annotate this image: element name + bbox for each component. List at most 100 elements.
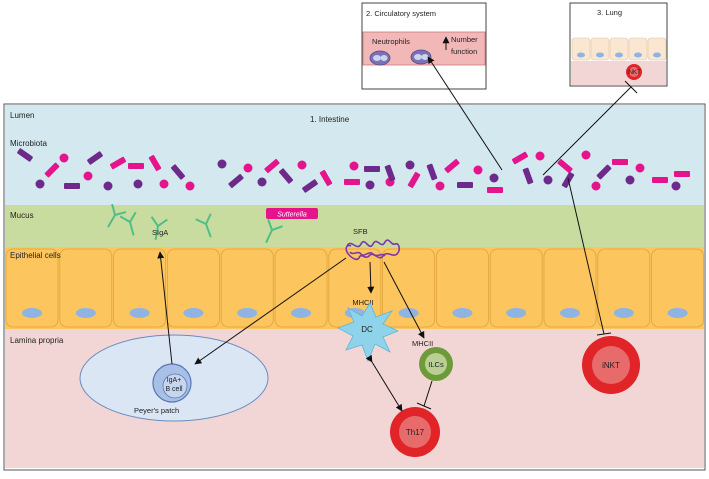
bacterium-coccus [581, 150, 591, 160]
lung-cell [609, 37, 629, 61]
lung-cell-nucleus [577, 52, 585, 58]
bacterium-coccus [133, 179, 143, 189]
inkt-lung-label: iNKT [627, 70, 641, 76]
mucus-layer [5, 205, 704, 247]
siga-antibody [265, 219, 283, 244]
bacterium-rod [148, 154, 162, 172]
ilc-cell [419, 347, 453, 381]
bacterium-rod [522, 167, 534, 185]
lung-epithelium [571, 37, 667, 61]
cell-nucleus [75, 308, 96, 318]
bacterium-coccus [543, 175, 553, 185]
arrows [157, 56, 638, 412]
inkt-lung-cell [626, 64, 642, 80]
arrow-dc-th17 [365, 354, 403, 412]
bacterium-coccus [535, 151, 545, 161]
inkt-label: iNKT [602, 361, 620, 370]
bacterium-coccus [671, 181, 681, 191]
lung-cell [590, 37, 610, 61]
bacterium-coccus [297, 160, 307, 170]
epithelial-cell [597, 248, 651, 328]
bacterium-coccus [625, 175, 635, 185]
bacterium-coccus [59, 153, 69, 163]
bacterium-coccus [489, 173, 499, 183]
lung-title: 3. Lung [597, 8, 622, 17]
bacterium-rod [17, 148, 33, 162]
inhibit-ilc-th17 [423, 380, 433, 407]
bacterium-coccus [217, 159, 227, 169]
epithelial-cell [382, 248, 436, 328]
iga-b-cell-label-2: B cell [165, 386, 183, 393]
mhcii-label-top: MHCII [352, 298, 373, 307]
bacterium-rod [364, 166, 380, 172]
bacterium-rod [612, 159, 628, 165]
bacterium-rod [596, 164, 612, 180]
bacterium-coccus [83, 171, 93, 181]
sutterella-tag: Sutterella [266, 208, 318, 219]
inkt-cell [582, 336, 640, 394]
bacterium-rod [128, 163, 144, 169]
bacterium-rod [170, 164, 186, 180]
microbiota-label: Microbiota [10, 139, 47, 148]
inhibit-microbiota-inkt [567, 177, 605, 335]
bacterium-rod [228, 173, 244, 189]
th17-label: Th17 [406, 428, 425, 437]
bacterium-rod [344, 179, 360, 185]
bacterium-coccus [243, 163, 253, 173]
bacterium-rod [457, 182, 473, 188]
arrow-sfb-to-mhcii [367, 261, 375, 294]
inhibit-bar-lung [624, 80, 638, 94]
bacterium-coccus [257, 177, 267, 187]
epithelial-cells [5, 248, 704, 328]
epithelial-cell [651, 248, 704, 328]
cell-nucleus [183, 308, 204, 318]
cell-nucleus [506, 308, 527, 318]
cell-nucleus [129, 308, 150, 318]
bacterium-rod [302, 179, 318, 193]
th17-cell [390, 407, 440, 457]
siga-antibody [150, 216, 168, 240]
bacterium-rod [674, 171, 690, 177]
cell-nucleus [22, 308, 42, 318]
inhibit-bar-ilc-th17 [416, 402, 432, 410]
lung-tissue [571, 61, 666, 85]
cell-nucleus [291, 308, 311, 318]
circulatory-title: 2. Circulatory system [366, 9, 436, 18]
cell-nucleus [237, 308, 258, 318]
bacterium-rod [278, 168, 294, 184]
lung-panel: 3. Lung iNKT [569, 2, 668, 87]
bacterium-rod [511, 151, 529, 165]
intestine-panel [3, 103, 706, 471]
lung-cell-nucleus [653, 52, 661, 58]
bacterium-coccus [35, 179, 45, 189]
mucus-label: Mucus [10, 211, 34, 220]
bacterium-coccus [635, 163, 645, 173]
siga-antibody [195, 213, 212, 238]
lung-cell-nucleus [596, 52, 604, 58]
lung-cell [571, 37, 591, 61]
neutrophils-label: Neutrophils [372, 37, 410, 46]
sfb-filament [345, 239, 400, 261]
bacterium-coccus [365, 180, 375, 190]
epithelial-cell [274, 248, 328, 328]
bacterium-coccus [405, 160, 415, 170]
bacterium-coccus [103, 181, 113, 191]
cell-nucleus [667, 308, 688, 318]
epithelial-cell [543, 248, 597, 328]
ilcs-label: ILCs [428, 360, 444, 369]
inhibit-bar-inkt [596, 332, 612, 336]
cell-nucleus [560, 308, 580, 318]
inhibit-microbiota-lung [542, 86, 632, 176]
bacterium-rod [384, 164, 396, 182]
sfb-label: SFB [353, 227, 368, 236]
epithelial-cell [5, 248, 59, 328]
bacterium-coccus [349, 161, 359, 171]
arrow-microbiota-to-neutrophils [427, 56, 503, 171]
lung-cell [647, 37, 667, 61]
siga-antibody [107, 203, 127, 228]
sutterella-label: Sutterella [277, 212, 307, 219]
iga-b-cell-label-1: IgA+ [167, 377, 182, 384]
number-label: Number [451, 35, 478, 44]
